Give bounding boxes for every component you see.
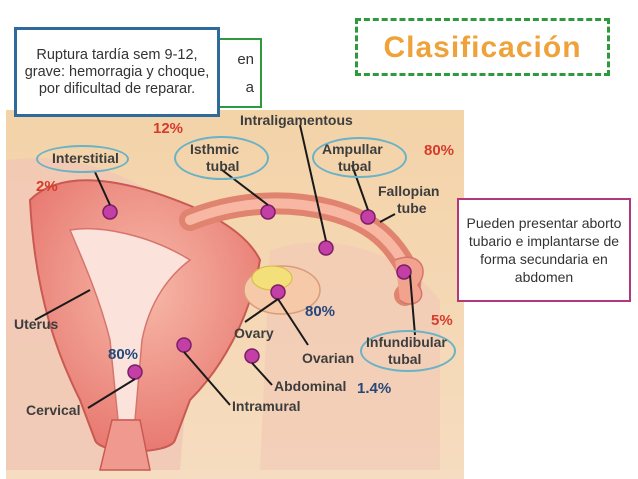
label-ovarian: Ovarian bbox=[302, 350, 355, 366]
page-title: Clasificación bbox=[383, 30, 582, 64]
ampullar-oval bbox=[312, 137, 407, 178]
pct-isthmic: 12% bbox=[153, 120, 184, 137]
pct-ampullar: 80% bbox=[424, 142, 455, 159]
label-isthmic-tubal: tubal bbox=[206, 158, 240, 174]
side-box-text: Pueden presentar aborto tubario e implan… bbox=[466, 215, 622, 285]
label-fallopian-tube: tube bbox=[397, 200, 427, 216]
label-ampullar-tubal: tubal bbox=[338, 158, 372, 174]
label-uterus: Uterus bbox=[14, 316, 59, 332]
infundibular-oval bbox=[360, 330, 456, 372]
info-box: Ruptura tardía sem 9-12, grave: hemorrag… bbox=[14, 27, 220, 117]
interstitial-oval bbox=[36, 145, 129, 173]
pct-interstitial: 2% bbox=[36, 178, 58, 195]
label-isthmic: Isthmic bbox=[190, 141, 240, 157]
label-interstitial: Interstitial bbox=[52, 150, 119, 166]
hidden-fragment-2: a bbox=[245, 79, 254, 96]
hidden-fragment-1: en bbox=[237, 51, 254, 68]
side-box: Pueden presentar aborto tubario e implan… bbox=[457, 198, 631, 302]
pct-infundibular: 5% bbox=[431, 312, 453, 329]
label-infundibular-tubal: tubal bbox=[388, 351, 422, 367]
label-fallopian: Fallopian bbox=[378, 183, 440, 199]
uterine-cavity bbox=[68, 228, 192, 421]
label-abdominal: Abdominal bbox=[274, 378, 347, 394]
label-intraligamentous: Intraligamentous bbox=[240, 112, 353, 128]
pct-abdominal: 1.4% bbox=[357, 380, 392, 397]
title-box: Clasificación bbox=[355, 18, 610, 76]
info-box-text: Ruptura tardía sem 9-12, grave: hemorrag… bbox=[24, 46, 210, 97]
label-cervical: Cervical bbox=[26, 402, 81, 418]
label-ovary: Ovary bbox=[234, 325, 274, 341]
pct-ovarian: 80% bbox=[305, 303, 336, 320]
label-intramural: Intramural bbox=[232, 398, 301, 414]
label-ampullar: Ampullar bbox=[322, 141, 383, 157]
pct-cervical: 80% bbox=[108, 346, 139, 363]
isthmic-oval bbox=[174, 136, 269, 180]
label-infundibular: Infundibular bbox=[366, 334, 447, 350]
